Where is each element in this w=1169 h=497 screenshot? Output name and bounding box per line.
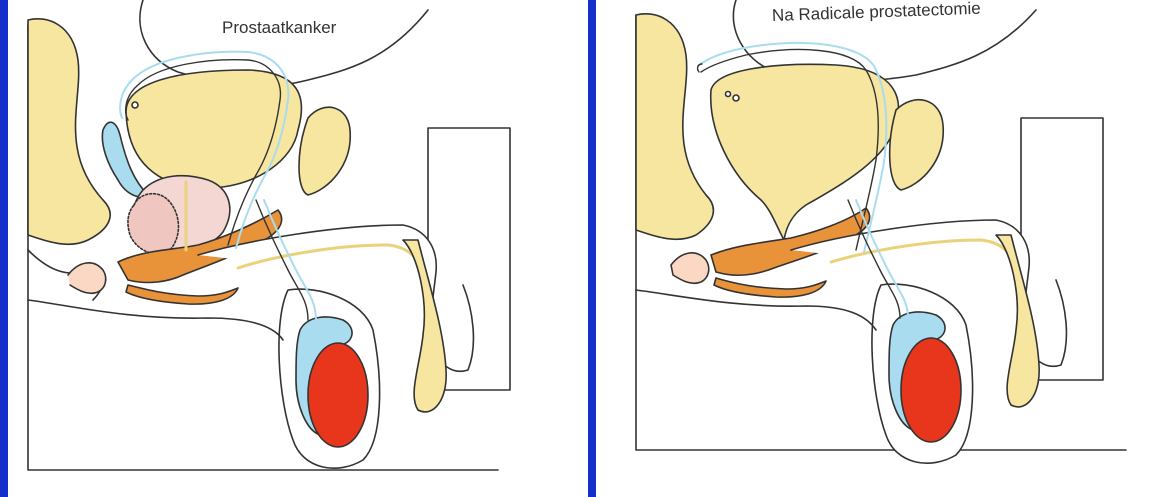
anus [671, 253, 709, 283]
bulbospongiosus [714, 278, 826, 297]
left-panel-label: Prostaatkanker [222, 18, 336, 38]
bladder [711, 64, 899, 240]
right-panel: Na Radicale prostatectomie [596, 0, 1169, 497]
ureter-opening [733, 95, 739, 101]
ureter-opening-2 [726, 92, 731, 97]
perineum-line [636, 290, 876, 330]
ureter-opening [132, 102, 138, 108]
tumor [128, 194, 179, 254]
perineum-line [28, 300, 283, 340]
vas-deferens-end [698, 64, 702, 72]
bulbospongiosus [126, 285, 238, 304]
pubic-bone [299, 107, 350, 195]
pubic-bone [890, 100, 944, 190]
sacral-fat [28, 19, 110, 244]
right-anatomy-illustration [596, 0, 1169, 497]
left-anatomy-illustration [8, 0, 588, 497]
testis [308, 343, 368, 447]
sacral-fat [636, 14, 713, 239]
testis [901, 338, 961, 442]
anus [68, 263, 106, 293]
left-panel: Prostaatkanker [8, 0, 588, 497]
